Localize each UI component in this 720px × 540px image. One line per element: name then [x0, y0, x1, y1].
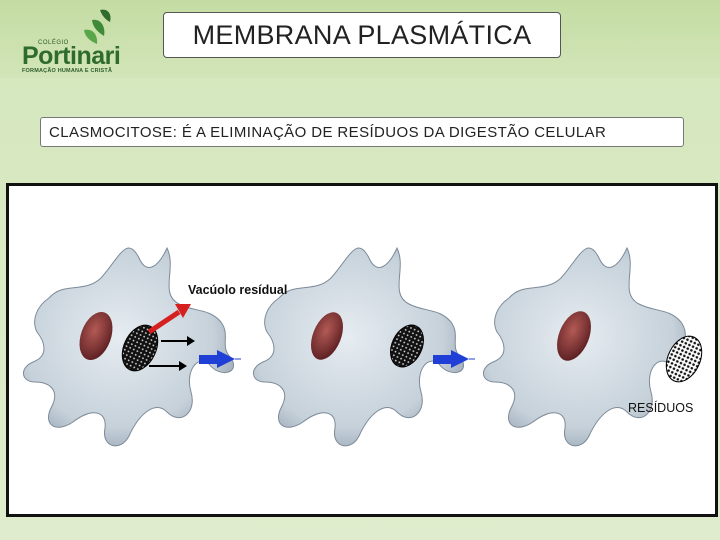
logo-name: Portinari: [22, 42, 121, 70]
leaf-logo-icon: [84, 9, 111, 44]
label-residues: RESÍDUOS: [628, 401, 694, 415]
logo-small-text: COLÉGIO: [38, 40, 69, 46]
clasmocytosis-figure: Vacúolo resídual RESÍDUOS: [6, 183, 718, 517]
red-arrow-icon: [147, 304, 191, 335]
page-title-box: MEMBRANA PLASMÁTICA: [163, 12, 561, 58]
nucleus-3: [557, 311, 591, 361]
residual-vacuole-1: [121, 324, 159, 372]
nucleus-2: [310, 312, 344, 360]
blue-arrow-icon: [433, 350, 475, 368]
cell-2: [253, 246, 464, 447]
logo-tagline: FORMAÇÃO HUMANA E CRISTÃ: [22, 68, 113, 74]
residues-particle: [665, 335, 703, 383]
residual-vacuole-2: [390, 324, 424, 368]
cell-3: [483, 246, 694, 447]
label-residual-vacuole: Vacúolo resídual: [188, 283, 288, 297]
black-arrow-icon: [149, 361, 187, 371]
black-arrow-icon: [161, 336, 195, 346]
nucleus-1: [79, 311, 113, 361]
cells-illustration: [23, 246, 703, 447]
subtitle-text: CLASMOCITOSE: É A ELIMINAÇÃO DE RESÍDUOS…: [49, 123, 607, 141]
school-logo: COLÉGIO Portinari FORMAÇÃO HUMANA E CRIS…: [18, 6, 128, 74]
blue-arrow-icon: [199, 350, 241, 368]
page-title: MEMBRANA PLASMÁTICA: [192, 19, 532, 50]
subtitle-box: CLASMOCITOSE: É A ELIMINAÇÃO DE RESÍDUOS…: [40, 117, 684, 147]
